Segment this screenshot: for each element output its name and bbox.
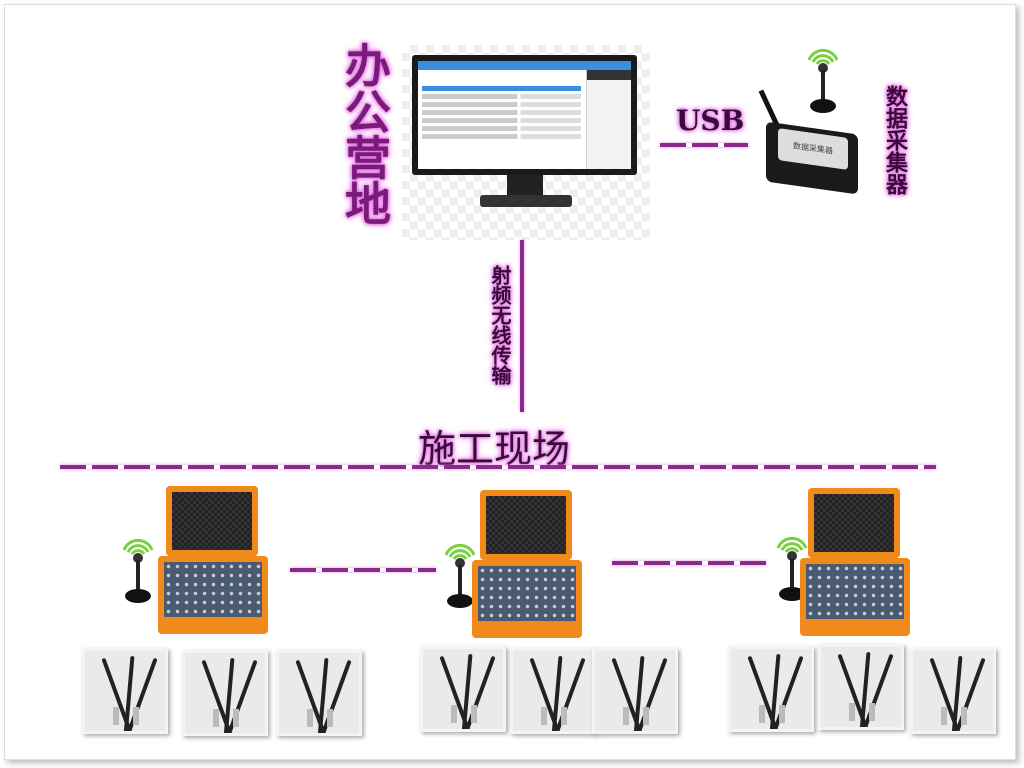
sensor-photo [818,644,904,730]
sensor-photo [592,648,678,734]
software-screen [418,61,631,169]
site-divider-line [60,465,936,469]
wireless-antenna-icon [444,543,476,608]
data-collector-device: 数据采集器 [758,88,862,196]
monitor-image [402,45,650,240]
field-acquisition-kit [800,488,910,636]
sensor-photo [82,648,168,734]
sensor-photo [728,646,814,732]
wireless-label: 射频无线传输 [488,265,512,385]
wireless-antenna-icon [122,538,154,603]
sensor-photo [910,648,996,734]
site-title: 施工现场 [418,427,571,471]
collector-title: 数据采集器 [882,85,908,195]
wireless-antenna-icon [776,536,808,601]
usb-label: USB [676,104,745,137]
sensor-photo [182,650,268,736]
field-acquisition-kit [158,486,268,636]
sensor-photo [276,650,362,736]
wireless-antenna-icon [807,48,839,113]
kit-link-line [290,568,436,572]
office-title: 办公营地 [338,42,392,226]
usb-connection-line [660,143,748,147]
sensor-photo [420,646,506,732]
field-acquisition-kit [472,490,582,640]
sensor-photo [510,648,596,734]
wireless-link-line [520,240,524,412]
kit-link-line [612,561,766,565]
